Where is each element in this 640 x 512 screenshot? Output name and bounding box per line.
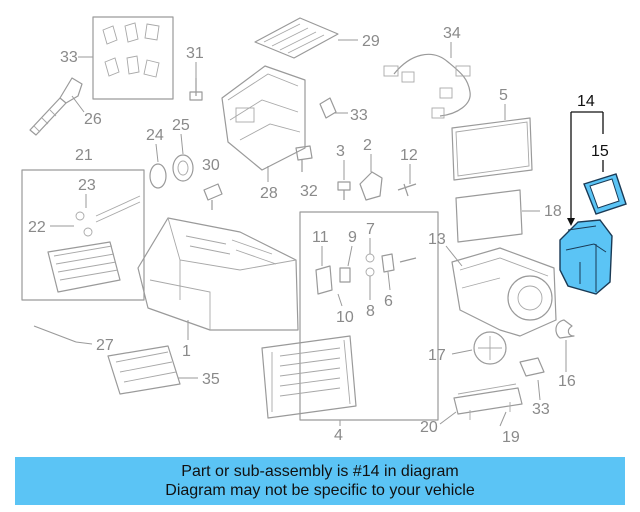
callout-33-b: 33 (350, 107, 368, 124)
callout-14-leader (570, 111, 604, 224)
part-33-clip-set (92, 16, 174, 100)
part-29-filter-frame (254, 17, 339, 59)
part-28-housing (221, 65, 306, 171)
callout-25: 25 (172, 117, 190, 134)
callout-17: 17 (428, 347, 446, 364)
callout-7: 7 (366, 221, 375, 238)
callout-33-c: 33 (532, 401, 550, 418)
callout-2: 2 (363, 137, 372, 154)
callout-5: 5 (499, 87, 508, 104)
part-34-harness (383, 53, 471, 119)
callout-31: 31 (186, 45, 204, 62)
label-33-top-left: 33 (60, 49, 93, 66)
callout-35: 35 (202, 371, 220, 388)
part-32-connector (295, 145, 313, 172)
part-21-heater-core-kit (21, 169, 145, 301)
part-27-rod (33, 325, 77, 343)
part-1-evaporator-housing (137, 217, 299, 331)
callout-13: 13 (428, 231, 446, 248)
callout-29: 29 (362, 33, 380, 50)
part-4-evaporator-kit (261, 211, 439, 421)
callout-26: 26 (84, 111, 102, 128)
callout-27: 27 (96, 337, 114, 354)
part-17-blower-motor (473, 331, 507, 365)
part-3-bolt (337, 181, 351, 200)
part-12-screw (397, 183, 417, 197)
part-33-connector (519, 357, 545, 377)
callout-21: 21 (75, 147, 93, 164)
part-16-clip (555, 319, 575, 339)
callout-6: 6 (384, 293, 393, 310)
callout-10: 10 (336, 309, 354, 326)
part-18-seal-pad (455, 189, 523, 243)
callout-8: 8 (366, 303, 375, 320)
callout-19: 19 (502, 429, 520, 446)
callout-14: 14 (577, 93, 595, 110)
callout-16: 16 (558, 373, 576, 390)
part-14-blower-case (559, 219, 613, 295)
part-19-20-trim (453, 383, 523, 420)
callout-20: 20 (420, 419, 438, 436)
callout-32: 32 (300, 183, 318, 200)
callout-11: 11 (312, 229, 329, 246)
callout-3: 3 (336, 143, 345, 160)
callout-30: 30 (202, 157, 220, 174)
part-31-bolt (189, 78, 203, 101)
part-26-sensor-wand (29, 77, 83, 136)
callout-9: 9 (348, 229, 357, 246)
part-2-bracket (359, 171, 383, 201)
callout-24: 24 (146, 127, 164, 144)
callout-28: 28 (260, 185, 278, 202)
part-13-blower-housing (451, 247, 557, 337)
callout-23: 23 (78, 177, 96, 194)
callout-1: 1 (182, 343, 191, 360)
part-33-clip (319, 97, 337, 119)
callout-33-a: 33 (60, 49, 78, 66)
part-35-resistor (107, 345, 181, 395)
part-30-sensor (203, 183, 223, 210)
info-banner: Part or sub-assembly is #14 in diagram D… (15, 457, 625, 505)
callout-14-arrow (567, 218, 575, 226)
part-5-cabin-filter (451, 117, 533, 181)
callout-22: 22 (28, 219, 46, 236)
callout-12: 12 (400, 147, 418, 164)
callout-34: 34 (443, 25, 461, 42)
part-15-gasket (583, 173, 627, 215)
banner-line-1: Part or sub-assembly is #14 in diagram (181, 463, 459, 480)
callout-4: 4 (334, 427, 343, 444)
callout-18: 18 (544, 203, 562, 220)
part-24-25-actuators (149, 154, 194, 189)
callout-15: 15 (591, 143, 609, 160)
banner-line-2: Diagram may not be specific to your vehi… (165, 482, 475, 499)
